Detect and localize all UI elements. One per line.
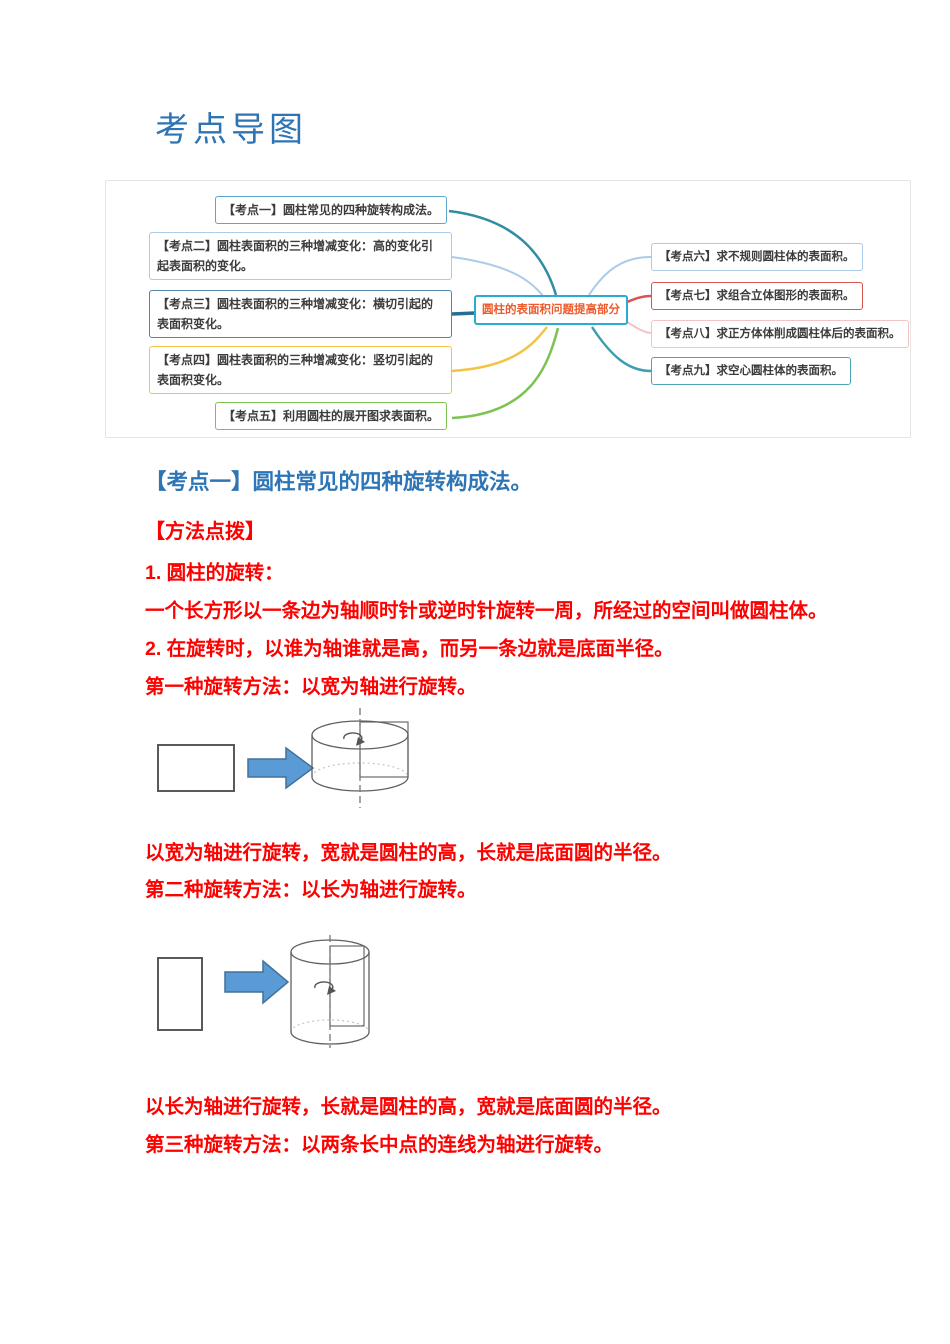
para-method-1: 第一种旋转方法：以宽为轴进行旋转。 bbox=[145, 676, 477, 698]
method-tip-tag: 【方法点拨】 bbox=[145, 521, 265, 543]
para-explain-2: 以长为轴进行旋转，长就是圆柱的高，宽就是底面圆的半径。 bbox=[145, 1096, 672, 1118]
para-cylinder-rotation-title: 1. 圆柱的旋转： bbox=[145, 562, 284, 584]
mindmap-node-kaodian-4: 【考点四】圆柱表面积的三种增减变化：竖切引起的表面积变化。 bbox=[149, 346, 452, 394]
mindmap: 【考点一】圆柱常见的四种旋转构成法。 【考点二】圆柱表面积的三种增减变化：高的变… bbox=[105, 180, 911, 438]
rotation-arrow-icon bbox=[343, 732, 365, 746]
mindmap-connector-lines bbox=[448, 209, 652, 420]
block-arrow-icon bbox=[247, 746, 315, 790]
mindmap-node-kaodian-5: 【考点五】利用圆柱的展开图求表面积。 bbox=[214, 402, 447, 430]
mindmap-node-kaodian-1: 【考点一】圆柱常见的四种旋转构成法。 bbox=[214, 196, 447, 224]
page-title: 考点导图 bbox=[155, 110, 307, 150]
rectangle-shape bbox=[157, 957, 203, 1031]
mindmap-node-kaodian-7: 【考点七】求组合立体图形的表面积。 bbox=[651, 282, 863, 310]
mindmap-node-kaodian-3: 【考点三】圆柱表面积的三种增减变化：横切引起的表面积变化。 bbox=[149, 290, 452, 338]
mindmap-node-kaodian-9: 【考点九】求空心圆柱体的表面积。 bbox=[651, 357, 851, 385]
mindmap-node-kaodian-8: 【考点八】求正方体体削成圆柱体后的表面积。 bbox=[651, 320, 909, 348]
para-cylinder-rotation-body: 一个长方形以一条边为轴顺时针或逆时针旋转一周，所经过的空间叫做圆柱体。 bbox=[145, 600, 828, 622]
rotation-diagram-width-axis bbox=[157, 708, 409, 808]
rotation-diagram-length-axis bbox=[157, 935, 370, 1048]
section-heading: 【考点一】圆柱常见的四种旋转构成法。 bbox=[145, 470, 533, 494]
para-method-2: 第二种旋转方法：以长为轴进行旋转。 bbox=[145, 879, 477, 901]
block-arrow-icon bbox=[224, 959, 290, 1005]
mindmap-node-kaodian-6: 【考点六】求不规则圆柱体的表面积。 bbox=[651, 243, 863, 271]
para-explain-1: 以宽为轴进行旋转，宽就是圆柱的高，长就是底面圆的半径。 bbox=[145, 842, 672, 864]
rectangle-shape bbox=[157, 744, 235, 792]
para-axis-rule: 2. 在旋转时，以谁为轴谁就是高，而另一条边就是底面半径。 bbox=[145, 638, 674, 660]
rotation-arrow-icon bbox=[314, 981, 336, 995]
para-method-3: 第三种旋转方法：以两条长中点的连线为轴进行旋转。 bbox=[145, 1134, 614, 1156]
mindmap-center-node: 圆柱的表面积问题提高部分 bbox=[474, 295, 628, 325]
mindmap-node-kaodian-2: 【考点二】圆柱表面积的三种增减变化：高的变化引起表面积的变化。 bbox=[149, 232, 452, 280]
